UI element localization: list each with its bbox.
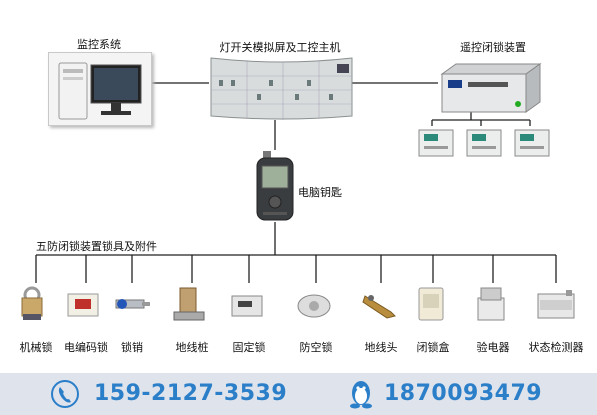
device-label: 电编码锁 xyxy=(64,341,108,354)
lock-module-3 xyxy=(514,126,550,162)
status-detector-icon xyxy=(536,286,576,330)
main-console-label: 灯开关模拟屏及工控主机 xyxy=(219,41,341,54)
ground-clamp-icon xyxy=(361,286,401,330)
electroscope-icon xyxy=(473,286,513,330)
padlock-icon xyxy=(16,286,56,330)
qq-penguin-icon xyxy=(350,381,372,409)
remote-lock-label: 遥控闭锁装置 xyxy=(460,41,526,54)
device-label: 状态检测器 xyxy=(528,341,584,354)
device-label: 地线头 xyxy=(364,341,398,354)
monitor-system-frame xyxy=(48,52,152,126)
anti-idle-lock-icon xyxy=(296,286,336,330)
electric-code-lock-icon xyxy=(66,286,106,330)
fixed-lock-icon xyxy=(229,286,269,330)
device-label: 验电器 xyxy=(476,341,510,354)
accessories-label: 五防闭锁装置锁具及附件 xyxy=(36,240,157,253)
device-label: 机械锁 xyxy=(19,341,53,354)
lock-box-icon xyxy=(413,286,453,330)
remote-lock-unit xyxy=(438,60,542,118)
computer-icon xyxy=(58,62,142,120)
contact-bar: 159-2127-3539 1870093479 xyxy=(0,373,597,415)
simulation-screen-console xyxy=(209,56,354,126)
monitor-system-label: 监控系统 xyxy=(77,38,121,51)
device-label: 地线桩 xyxy=(175,341,209,354)
computer-key-label: 电脑钥匙 xyxy=(298,186,342,199)
lock-pin-icon xyxy=(112,286,152,330)
phone-icon xyxy=(51,380,79,408)
device-label: 锁销 xyxy=(121,341,143,354)
device-label: 固定锁 xyxy=(232,341,266,354)
computer-key-device xyxy=(255,150,295,226)
qq-number[interactable]: 1870093479 xyxy=(384,381,543,406)
lock-module-1 xyxy=(418,126,454,162)
device-label: 闭锁盒 xyxy=(416,341,450,354)
ground-post-icon xyxy=(172,286,212,330)
phone-number[interactable]: 159-2127-3539 xyxy=(94,381,288,406)
lock-module-2 xyxy=(466,126,502,162)
connection-lines xyxy=(35,82,557,283)
device-label: 防空锁 xyxy=(299,341,333,354)
